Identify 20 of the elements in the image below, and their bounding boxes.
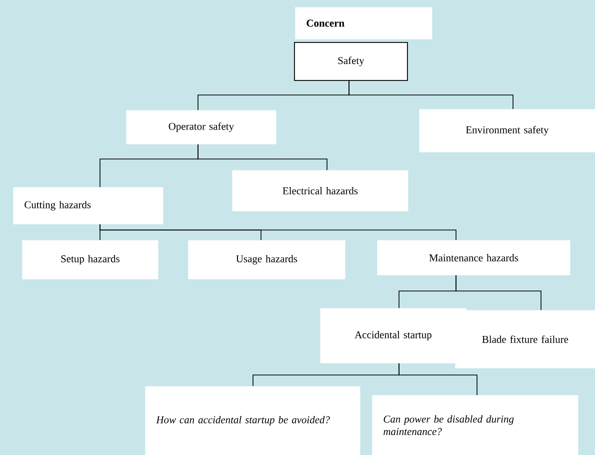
question-box: How can accidental startup be avoided?	[145, 386, 360, 455]
hazard-box: Usage hazards	[188, 240, 346, 280]
hazard-box: Cutting hazards	[13, 187, 164, 224]
hazard-box: Electrical hazards	[232, 170, 408, 212]
cause-box: Blade fixture failure	[455, 310, 595, 368]
connector	[456, 275, 542, 310]
connector	[100, 224, 456, 240]
connector	[198, 144, 328, 170]
category-box: Environment safety	[419, 109, 595, 152]
cause-box: Accidental startup	[320, 308, 466, 364]
node-label: Accidental startup	[354, 330, 432, 340]
connector	[398, 363, 478, 396]
connector	[348, 80, 514, 110]
question-box: Can power be disabled during maintenance?	[372, 395, 578, 455]
heading-box: Concern	[295, 7, 432, 40]
category-box: Operator safety	[126, 110, 276, 144]
hazard-box: Setup hazards	[22, 240, 158, 280]
hazard-box: Maintenance hazards	[377, 240, 570, 276]
root-box: Safety	[294, 42, 408, 81]
node-label: Blade fixture failure	[482, 335, 568, 343]
